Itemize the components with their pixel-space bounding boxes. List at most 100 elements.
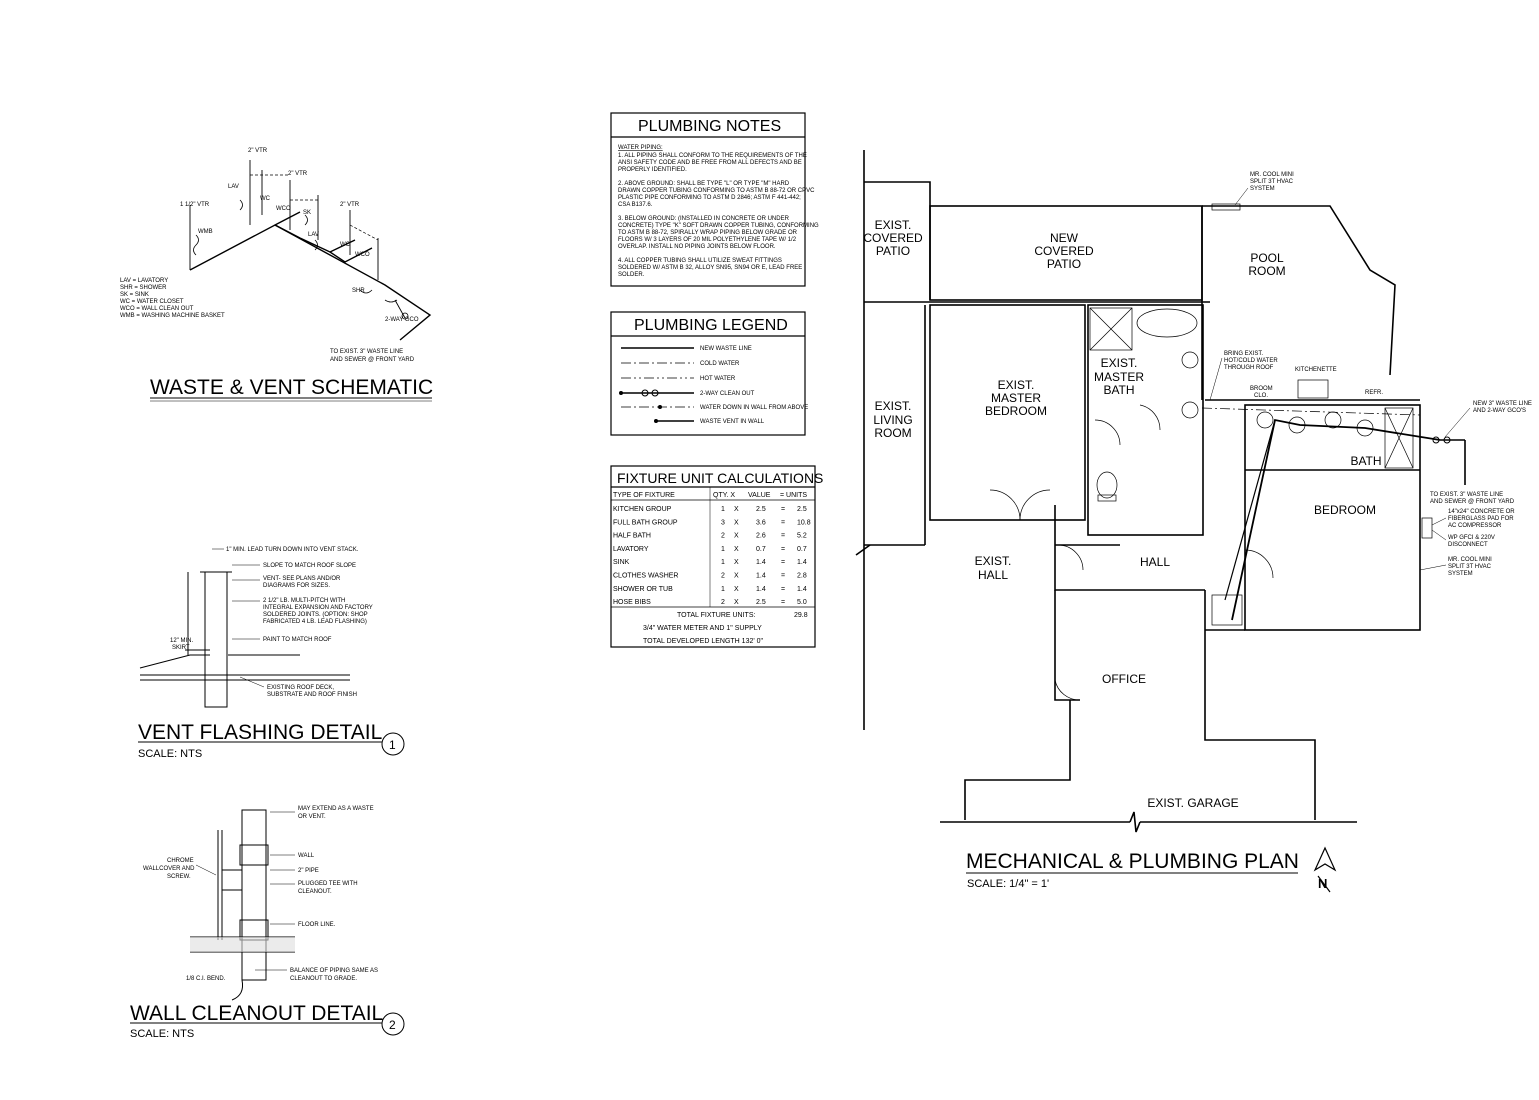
label-lav-1: LAV — [228, 184, 239, 190]
legend-symbols — [619, 347, 694, 423]
label-vtr-b: 2" VTR — [288, 171, 308, 177]
vf-skirt: SKIRT — [172, 645, 190, 651]
pn-line-10: CONCRETE) TYPE "K" SOFT DRAWN COPPER TUB… — [618, 223, 819, 229]
label-vtr-15: 1 1/2" VTR — [180, 202, 210, 208]
fixture-cell-qty: 3 — [721, 519, 725, 526]
vf-leaders — [212, 548, 265, 688]
vf-note-7: FABRICATED 4 LB. LEAD FLASHING) — [263, 619, 367, 625]
fixture-cell-value: 1.4 — [756, 573, 766, 580]
wc-note-7: BALANCE OF PIPING SAME AS — [290, 968, 378, 974]
vf-number: 1 — [389, 738, 396, 752]
label-gco: 2-WAY GCO — [385, 317, 419, 323]
pn-line-12: FLOORS W/ 3 LAYERS OF 20 MIL POLYETHYLEN… — [618, 237, 797, 243]
note-mr-cool-top-3: SYSTEM — [1250, 186, 1275, 192]
north-label: N — [1318, 876, 1327, 891]
fixture-cell-fixture: HOSE BIBS — [613, 599, 651, 606]
abbrev-0: LAV = LAVATORY — [120, 278, 168, 284]
room-exist-covered-patio-2: COVERED — [863, 231, 923, 245]
note-mr-cool-top-1: MR. COOL MINI — [1250, 172, 1294, 178]
vf-note-3: DIAGRAMS FOR SIZES. — [263, 583, 330, 589]
room-pool-room-1: POOL — [1250, 251, 1284, 265]
wc-note-6: FLOOR LINE. — [298, 922, 336, 928]
fx-total-label: TOTAL FIXTURE UNITS: — [677, 612, 755, 619]
vent-flashing-title: VENT FLASHING DETAIL — [138, 721, 382, 744]
waste-vent-schematic: 2" VTR 2" VTR 2" VTR 1 1/2" VTR LAV LAV … — [120, 148, 433, 402]
floor-plan: EXIST. COVERED PATIO NEW COVERED PATIO P… — [855, 150, 1532, 893]
label-vtr-a: 2" VTR — [248, 148, 268, 154]
schematic-vent-risers — [189, 160, 406, 319]
fixture-cell-value: 2.5 — [756, 506, 766, 513]
pn-line-9: 3. BELOW GROUND: (INSTALLED IN CONCRETE … — [618, 216, 790, 222]
wc-bend: 1/8 C.I. BEND. — [186, 976, 226, 982]
fixture-cell-fixture: HALF BATH — [613, 533, 651, 540]
fixture-cell-x: X — [734, 599, 739, 606]
wall-cleanout-drawing — [190, 809, 295, 1001]
fixture-cell-x: X — [734, 546, 739, 553]
note-bring-exist-2: HOT/COLD WATER — [1224, 358, 1278, 364]
pn-line-13: OVERLAP. INSTALL NO PIPING JOINTS BELOW … — [618, 244, 776, 250]
abbrev-3: WC = WATER CLOSET — [120, 299, 184, 305]
legend-item-5: WASTE VENT IN WALL — [700, 419, 765, 425]
fixture-cell-units: 1.4 — [797, 586, 807, 593]
pn-line-7: CSA B137.6. — [618, 202, 653, 208]
vf-note-0: 1" MIN. LEAD TURN DOWN INTO VENT STACK. — [226, 547, 359, 553]
plan-fixtures — [989, 203, 1433, 701]
room-exist-living-2: LIVING — [873, 413, 912, 427]
vf-note-2: VENT- SEE PLANS AND/OR — [263, 576, 341, 582]
room-exist-master-bedroom-2: MASTER — [991, 391, 1041, 405]
fixture-cell-units: 5.0 — [797, 599, 807, 606]
fixture-cell-x: X — [734, 519, 739, 526]
fixture-cell-qty: 1 — [721, 546, 725, 553]
legend-item-4: WATER DOWN IN WALL FROM ABOVE — [700, 405, 808, 411]
fixture-cell-qty: 2 — [721, 599, 725, 606]
plumbing-legend-title: PLUMBING LEGEND — [634, 317, 788, 334]
label-wmb: WMB — [198, 229, 213, 235]
fixture-cell-value: 2.6 — [756, 533, 766, 540]
fixture-cell-x: X — [734, 533, 739, 540]
vf-dim-min: 12" MIN. — [170, 638, 193, 644]
room-exist-master-bath-1: EXIST. — [1101, 356, 1138, 370]
wall-cleanout-detail: MAY EXTEND AS A WASTE OR VENT. WALL 2" P… — [130, 806, 405, 1040]
fixture-cell-units: 10.8 — [797, 519, 811, 526]
fixture-cell-units: 1.4 — [797, 559, 807, 566]
schematic-vent-dashes — [250, 174, 379, 241]
wc-left-1: WALLCOVER AND — [143, 866, 195, 872]
room-exist-covered-patio-3: PATIO — [876, 244, 910, 258]
fixture-cell-eq: = — [781, 519, 785, 526]
plan-walls — [855, 150, 1421, 833]
abbrev-4: WCO = WALL CLEAN OUT — [120, 306, 194, 312]
plan-room-labels: EXIST. COVERED PATIO NEW COVERED PATIO P… — [863, 218, 1381, 810]
room-exist-master-bath-3: BATH — [1103, 383, 1134, 397]
room-new-covered-patio-2: COVERED — [1034, 244, 1094, 258]
note-to-exist-1: TO EXIST. 3" WASTE LINE — [1430, 492, 1503, 498]
fixture-cell-eq: = — [781, 586, 785, 593]
fixture-units-box: FIXTURE UNIT CALCULATIONS TYPE OF FIXTUR… — [610, 465, 823, 648]
label-to-exist-2: AND SEWER @ FRONT YARD — [330, 357, 415, 363]
legend-item-1: COLD WATER — [700, 361, 740, 367]
fx-header-value: VALUE — [748, 492, 771, 499]
label-wc-2: WC — [340, 242, 351, 248]
note-pad-1: 14"x24" CONCRETE OR — [1448, 509, 1515, 515]
wall-cleanout-notes: MAY EXTEND AS A WASTE OR VENT. WALL 2" P… — [143, 806, 378, 982]
legend-item-2: HOT WATER — [700, 376, 736, 382]
fixture-cell-value: 2.5 — [756, 599, 766, 606]
north-arrow-icon: N — [1313, 846, 1337, 893]
label-lav-2: LAV — [308, 232, 319, 238]
pn-line-4: 2. ABOVE GROUND: SHALL BE TYPE "L" OR TY… — [618, 181, 790, 187]
fixture-cell-fixture: SHOWER OR TUB — [613, 586, 673, 593]
note-bring-exist-1: BRING EXIST. — [1224, 351, 1263, 357]
plumbing-legend-box: PLUMBING LEGEND NEW WASTE LINE COLD WATE… — [610, 311, 808, 436]
legend-cleanout-a — [641, 389, 649, 397]
note-mr-cool-bottom-1: MR. COOL MINI — [1448, 557, 1492, 563]
plan-leaders — [1209, 187, 1471, 571]
room-exist-master-bedroom-1: EXIST. — [998, 378, 1035, 392]
pn-line-0: 1. ALL PIPING SHALL CONFORM TO THE REQUI… — [618, 153, 807, 159]
legend-vent-dot — [654, 419, 658, 423]
room-office: OFFICE — [1102, 672, 1146, 686]
room-exist-hall-2: HALL — [978, 568, 1008, 582]
fixture-cell-eq: = — [781, 533, 785, 540]
fixture-cell-qty: 2 — [721, 533, 725, 540]
vf-note-1: SLOPE TO MATCH ROOF SLOPE — [263, 563, 356, 569]
fixture-units-title: FIXTURE UNIT CALCULATIONS — [617, 470, 823, 486]
wc-note-4: PLUGGED TEE WITH — [298, 881, 358, 887]
